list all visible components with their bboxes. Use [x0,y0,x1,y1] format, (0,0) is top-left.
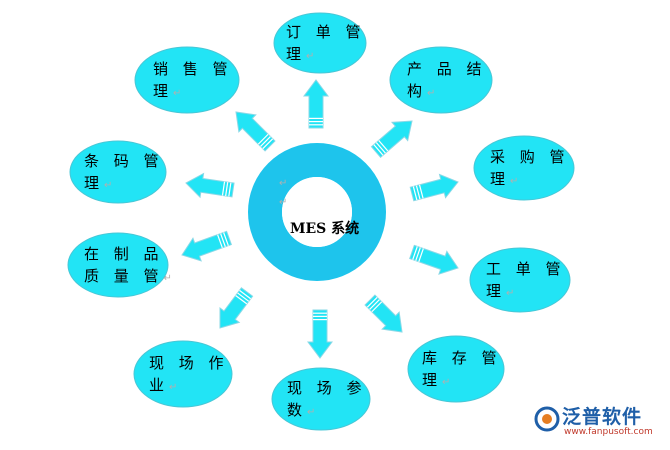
module-label-line2: 理 [490,170,511,188]
module-label-line1: 现 场 作 [149,354,229,372]
module-node-5 [271,367,371,431]
brand-logo: 泛普软件 www.fanpusoft.com [534,402,662,440]
module-label-5: 现 场 参数↵ [287,377,367,424]
paragraph-mark: ↵ [506,288,515,299]
paragraph-mark: ↵ [163,273,172,284]
arrow-1 [370,120,413,159]
paragraph-mark: ↵ [306,51,315,62]
module-node-1 [389,46,493,114]
module-label-line2: 业 [149,376,170,394]
arrow-7 [181,230,233,262]
module-label-line2: 质 量 管 [84,267,164,285]
arrow-3 [409,244,459,275]
paragraph-mark: ↵ [307,407,316,418]
module-node-0 [273,12,367,74]
logo-brand: 泛普软件 [562,406,643,428]
module-label-line1: 库 存 管 [422,349,502,367]
paragraph-mark: ↵ [442,377,451,388]
arrow-8 [185,172,235,199]
module-label-line2: 理 [486,282,507,300]
module-label-4: 库 存 管理↵ [422,347,502,394]
module-label-7: 在 制 品质 量 管↵ [84,243,172,290]
module-node-4 [407,335,505,403]
module-node-2 [473,135,575,201]
logo-url: www.fanpusoft.com [564,427,653,437]
arrow-4 [364,294,403,333]
module-label-3: 工 单 管理↵ [486,258,566,305]
module-label-0: 订 单 管理↵ [286,21,366,68]
center-label: MES 系统 [290,221,360,237]
logo-icon [534,406,560,432]
paragraph-mark: ↵ [427,88,436,99]
module-label-8: 条 码 管理↵ [84,150,164,197]
module-label-line2: 理 [153,82,174,100]
module-label-line1: 现 场 参 [287,379,367,397]
module-label-line1: 工 单 管 [486,260,566,278]
module-label-line1: 在 制 品 [84,245,164,263]
arrow-0 [303,79,329,129]
module-label-9: 销 售 管理↵ [153,58,233,105]
module-label-line1: 销 售 管 [153,60,233,78]
module-label-line1: 条 码 管 [84,152,164,170]
module-node-6 [133,340,233,408]
module-label-line2: 构 [407,82,428,100]
module-label-line1: 产 品 结 [407,60,487,78]
module-label-line2: 数 [287,401,308,419]
module-label-1: 产 品 结构↵ [407,58,487,105]
paragraph-mark: ↵ [169,382,178,393]
module-label-6: 现 场 作业↵ [149,352,229,399]
paragraph-mark: ↵ [104,180,113,191]
paragraph-mark: ↵ [173,88,182,99]
module-label-2: 采 购 管理↵ [490,146,570,193]
module-label-line2: 理 [422,371,443,389]
arrow-6 [219,287,254,329]
module-label-line1: 采 购 管 [490,148,570,166]
module-node-9 [134,46,240,114]
arrow-2 [409,173,459,202]
arrow-9 [235,111,276,152]
module-node-8 [69,140,167,204]
paragraph-mark: ↵ [279,178,288,189]
arrow-5 [307,309,333,359]
module-label-line2: 理 [84,174,105,192]
module-label-line1: 订 单 管 [286,23,366,41]
module-node-7 [67,232,169,298]
module-label-line2: 理 [286,45,307,63]
paragraph-mark: ↵ [510,176,519,187]
module-node-3 [469,247,571,313]
paragraph-mark: ↵ [279,197,288,208]
